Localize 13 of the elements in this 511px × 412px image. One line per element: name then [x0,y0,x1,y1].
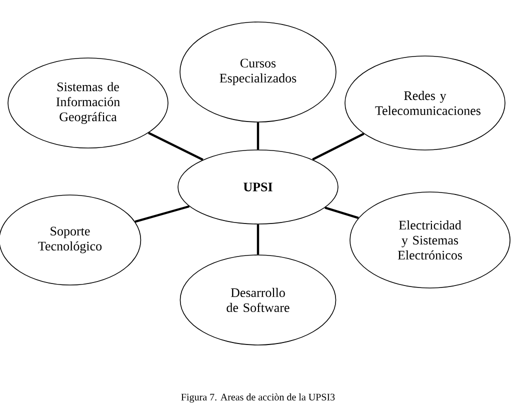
connector-line [134,205,190,223]
ellipse-node: Sistemas de Información Geográfica [8,58,168,148]
figure-caption: Figura 7. Areas de acciòn de la UPSI3 [181,393,335,403]
ellipse-node: Cursos Especializados [180,22,336,122]
connector-line [312,132,364,161]
ellipse-node: Desarrollo de Software [180,254,336,346]
ellipse-node: Redes y Telecomunicaciones [344,56,506,150]
ellipse-node: Electricidad y Sistemas Electrónicos [350,192,510,288]
connector-line [148,132,204,161]
connector-line [256,122,260,150]
connector-line [256,224,260,255]
connector-line [324,206,359,219]
ellipse-node: UPSI [178,150,338,224]
